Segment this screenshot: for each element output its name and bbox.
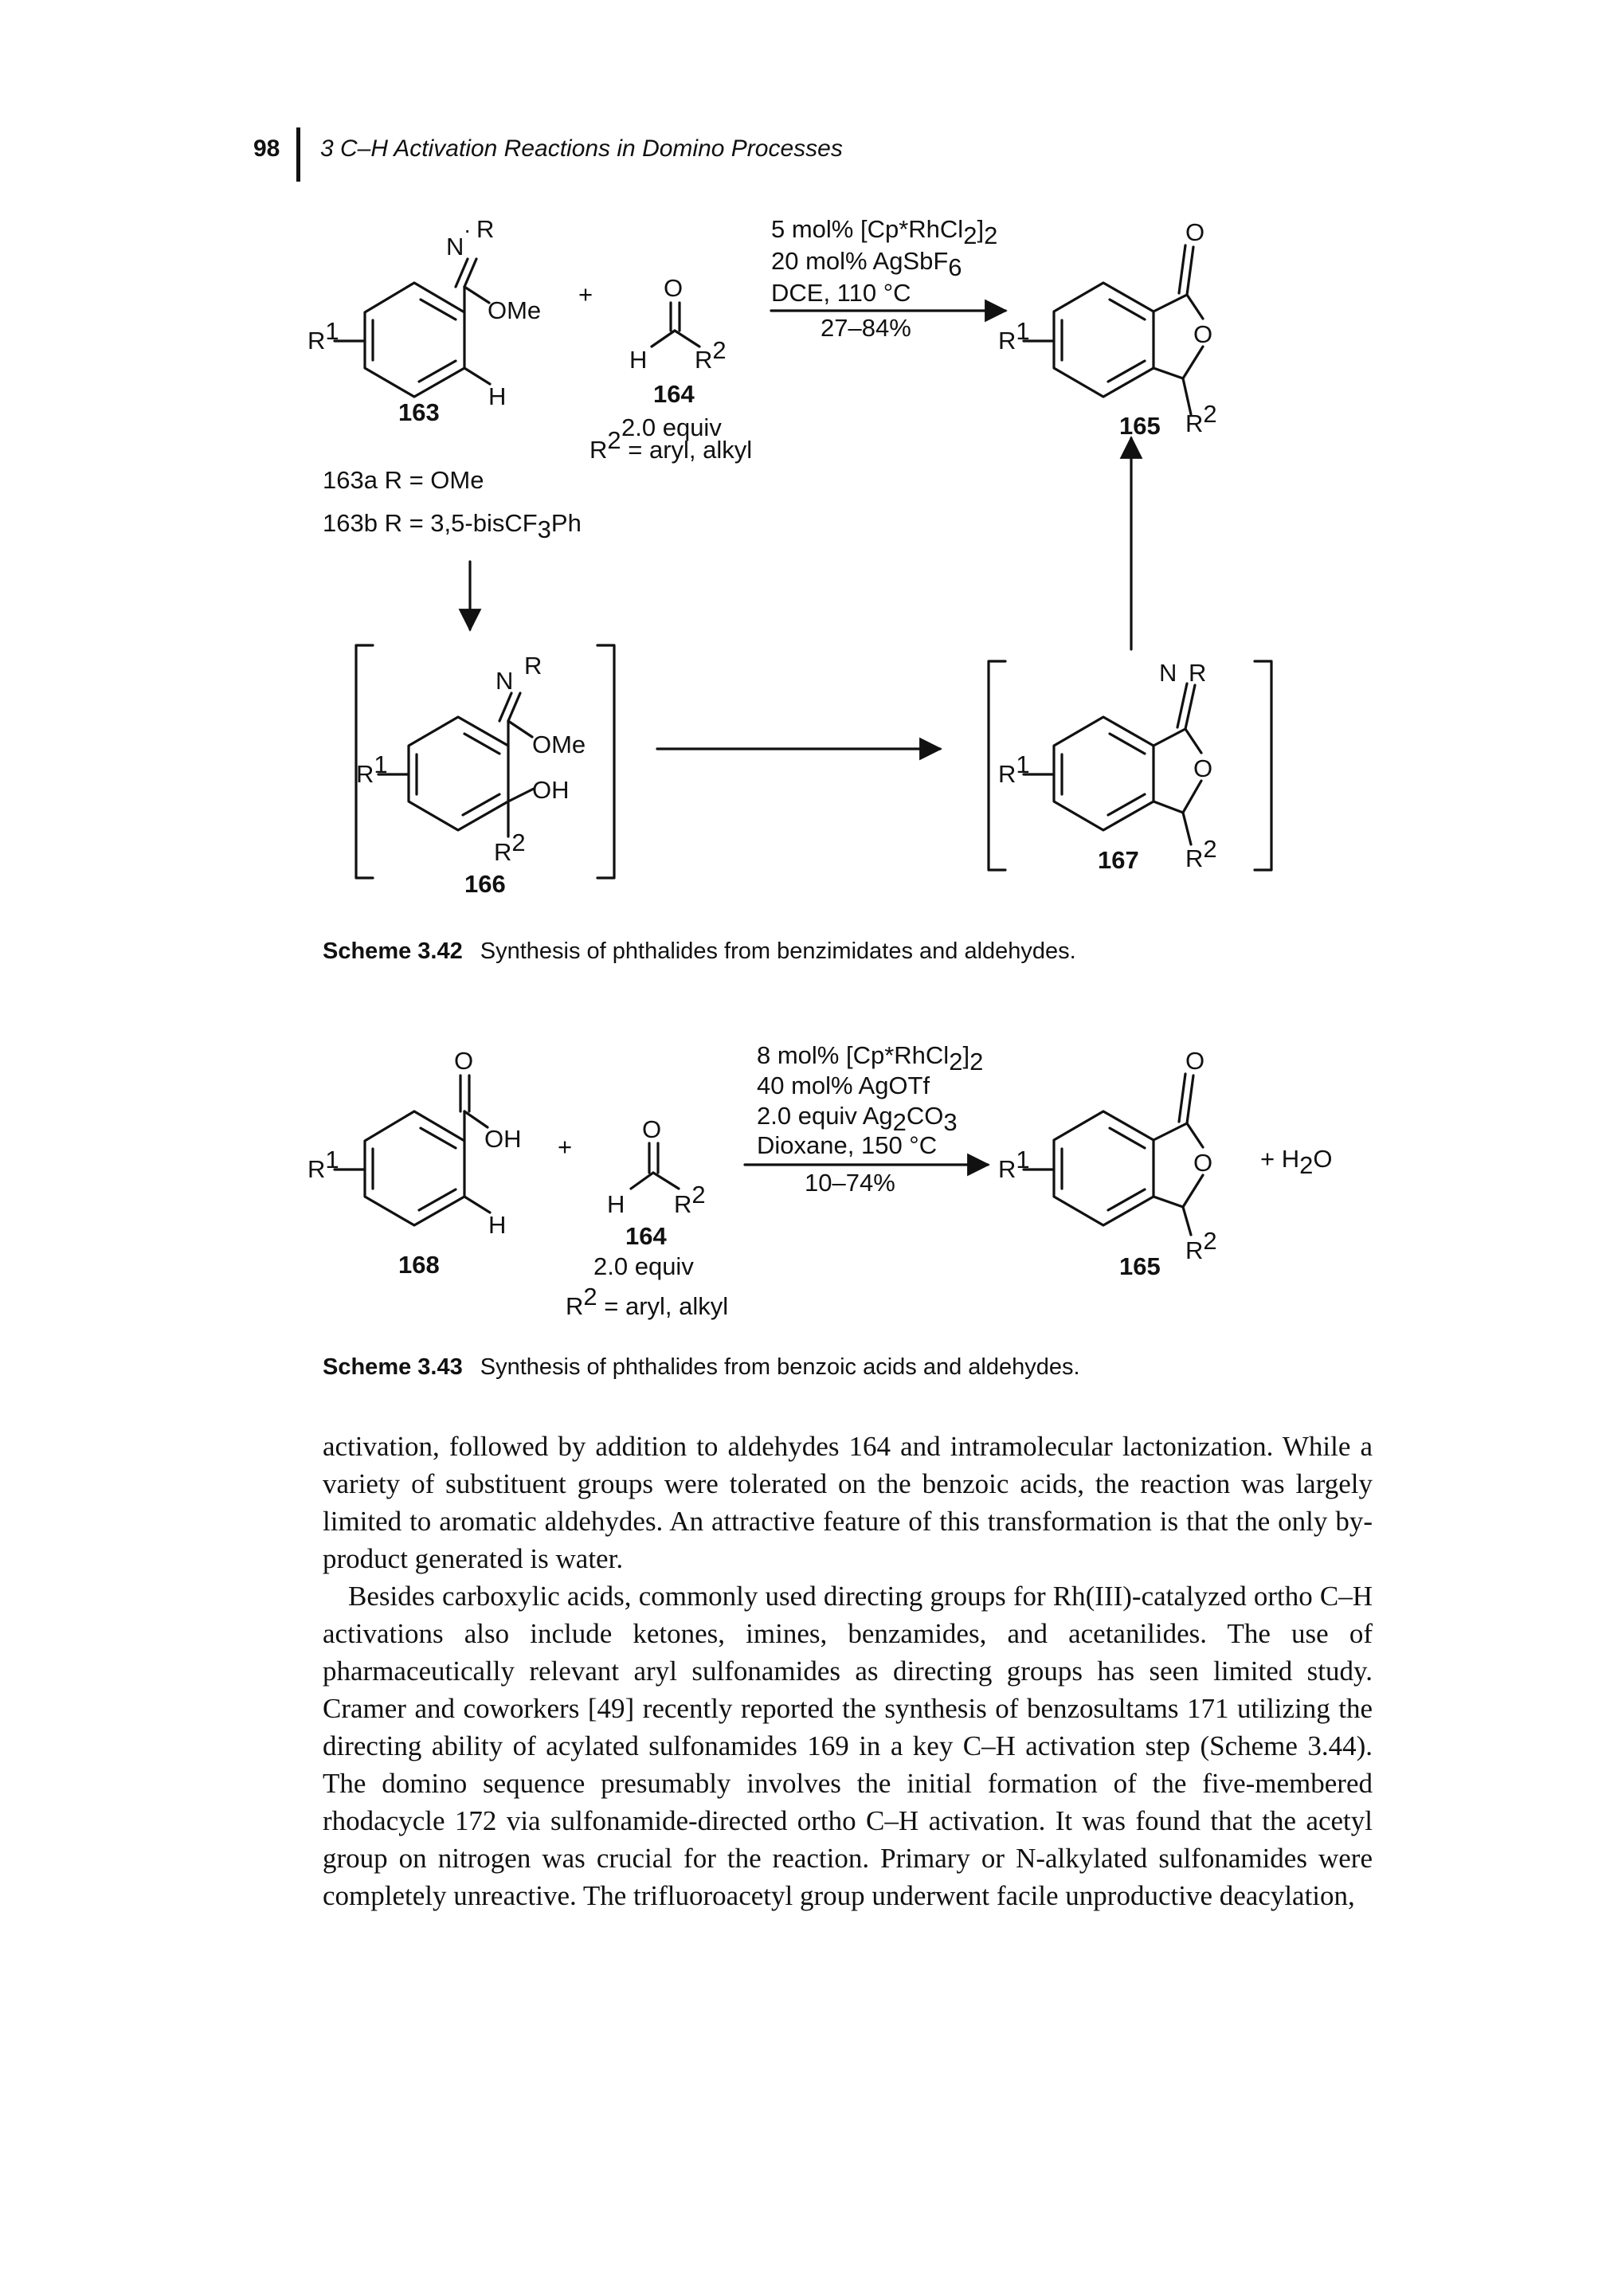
atom-r1-product: R1 xyxy=(998,317,1030,355)
conditions-oxidant: 2.0 equiv Ag2CO3 xyxy=(757,1102,958,1136)
atom-r2-product-2: R2 xyxy=(1185,1227,1217,1264)
atom-o-167: O xyxy=(1193,754,1212,782)
label-164: 164 xyxy=(653,380,695,408)
conditions-additive-2: 40 mol% AgOTf xyxy=(757,1072,930,1099)
compound-164-structure xyxy=(650,301,701,348)
body-text: activation, followed by addition to alde… xyxy=(323,1428,1373,1914)
atom-r1-167: R1 xyxy=(998,750,1030,788)
atom-n: N xyxy=(446,233,464,261)
atom-r-dot: · xyxy=(464,217,471,242)
running-head: 3 C–H Activation Reactions in Domino Pro… xyxy=(320,135,843,162)
label-165: 165 xyxy=(1119,412,1161,440)
atom-r2-167: R2 xyxy=(1185,835,1217,872)
def-163a: 163a R = OMe xyxy=(323,466,484,494)
caption-label-2: Scheme 3.43 xyxy=(323,1354,463,1380)
atom-r-166: R xyxy=(524,652,542,680)
scheme-3-42: N · R OMe H R1 163 + O H R2 164 2.0 equi… xyxy=(307,215,1273,898)
label-166: 166 xyxy=(464,870,506,898)
scheme-3-43: O OH H R1 168 + O H R2 164 2.0 equiv R2 … xyxy=(307,1041,1332,1320)
page-number: 98 xyxy=(253,135,280,162)
byproduct-water: + H2O xyxy=(1260,1145,1332,1179)
label-163: 163 xyxy=(398,398,440,426)
atom-r2-aldehyde: R2 xyxy=(695,336,727,374)
label-167: 167 xyxy=(1098,846,1139,874)
atom-n-167: N xyxy=(1159,659,1177,687)
atom-o-carbonyl-2: O xyxy=(1185,1047,1204,1075)
scheme-3-42-caption: Scheme 3.42 Synthesis of phthalides from … xyxy=(323,938,1076,965)
yield-range: 27–84% xyxy=(821,314,911,342)
atom-r: R xyxy=(476,215,494,243)
atom-ome: OMe xyxy=(488,296,541,324)
compound-168-structure xyxy=(333,1074,492,1227)
atom-o-carbonyl: O xyxy=(1185,218,1204,246)
compound-163-structure xyxy=(333,257,492,398)
caption-text-2: Synthesis of phthalides from benzoic aci… xyxy=(480,1354,1080,1380)
paragraph-2: Besides carboxylic acids, commonly used … xyxy=(323,1581,1373,1911)
conditions-solvent-2: Dioxane, 150 °C xyxy=(757,1131,937,1159)
conditions-solvent: DCE, 110 °C xyxy=(771,279,911,307)
atom-r1-168: R1 xyxy=(307,1146,339,1183)
atom-r1-166: R1 xyxy=(356,750,388,788)
plus-sign-2: + xyxy=(558,1133,572,1161)
atom-r2-166: R2 xyxy=(494,829,526,866)
atom-h-168: H xyxy=(488,1211,506,1239)
atom-r1-product-2: R1 xyxy=(998,1146,1030,1183)
def-163b: 163b R = 3,5-bisCF3Ph xyxy=(323,509,582,543)
compound-167-structure xyxy=(1022,682,1203,846)
scheme-3-43-caption: Scheme 3.43 Synthesis of phthalides from … xyxy=(323,1354,1080,1381)
yield-range-2: 10–74% xyxy=(805,1169,895,1197)
atom-h-aldehyde-2: H xyxy=(607,1190,625,1218)
conditions-catalyst-2: 8 mol% [Cp*RhCl2]2 xyxy=(757,1041,983,1076)
atom-n-166: N xyxy=(495,667,513,695)
conditions-additive: 20 mol% AgSbF6 xyxy=(771,247,962,281)
label-168: 168 xyxy=(398,1251,440,1279)
atom-r1: R1 xyxy=(307,317,339,355)
atom-o-aldehyde-2: O xyxy=(642,1115,661,1143)
atom-o-acid: O xyxy=(454,1047,473,1075)
compound-166-structure xyxy=(377,692,535,838)
atom-o-aldehyde: O xyxy=(664,274,683,302)
conditions-catalyst: 5 mol% [Cp*RhCl2]2 xyxy=(771,215,997,249)
compound-165-structure xyxy=(1022,244,1204,416)
atom-h-aldehyde: H xyxy=(629,346,647,374)
r2-definition-2: R2 = aryl, alkyl xyxy=(566,1283,728,1320)
equiv-164-2: 2.0 equiv xyxy=(593,1252,694,1280)
paragraph-1: activation, followed by addition to alde… xyxy=(323,1431,1373,1574)
caption-label: Scheme 3.42 xyxy=(323,938,463,964)
equiv-164: 2.0 equiv xyxy=(621,413,722,441)
header-rule xyxy=(296,127,300,182)
label-164-2: 164 xyxy=(625,1222,667,1250)
atom-r-167: R xyxy=(1189,659,1206,687)
atom-o-ring: O xyxy=(1193,320,1212,348)
atom-ome-166: OMe xyxy=(532,731,586,758)
bracket-167 xyxy=(987,660,1273,872)
caption-text: Synthesis of phthalides from benzimidate… xyxy=(480,938,1076,964)
atom-r2-aldehyde-2: R2 xyxy=(674,1181,706,1218)
atom-r2-product: R2 xyxy=(1185,400,1217,437)
compound-164-structure-2 xyxy=(629,1142,680,1190)
bracket-166 xyxy=(354,644,616,880)
plus-sign: + xyxy=(578,280,593,308)
label-165-2: 165 xyxy=(1119,1252,1161,1280)
atom-o-ring-2: O xyxy=(1193,1149,1212,1177)
compound-165-structure-2 xyxy=(1022,1072,1204,1236)
atom-oh-acid: OH xyxy=(484,1125,522,1153)
atom-oh-166: OH xyxy=(532,776,570,804)
r2-definition: R2 = aryl, alkyl xyxy=(589,426,752,464)
atom-h: H xyxy=(488,382,506,410)
